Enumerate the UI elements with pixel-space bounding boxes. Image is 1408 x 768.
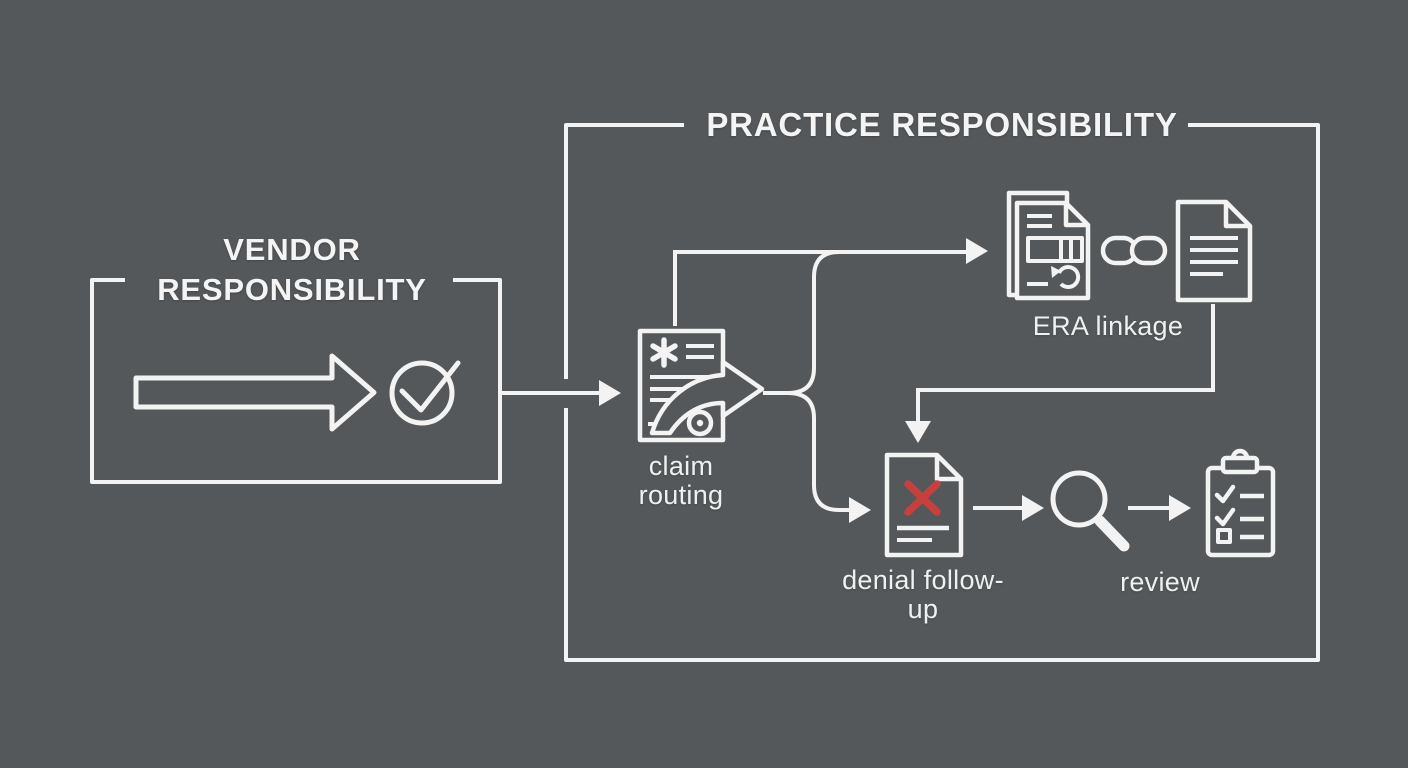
- arrowhead-into-denial-top: [905, 421, 931, 443]
- era-right-doc: [1175, 199, 1253, 303]
- claim-branch-up: [787, 250, 840, 395]
- arrowhead-into-checklist: [1169, 495, 1191, 521]
- denied-document-icon: [884, 452, 964, 558]
- chain-link-icon: [1100, 235, 1168, 266]
- arrowhead-into-era: [966, 238, 988, 264]
- medical-asterisk-glyph: [650, 337, 678, 368]
- red-x-glyph: [904, 480, 941, 516]
- arrowhead-into-magnifier: [1022, 495, 1044, 521]
- practice-box: [564, 123, 1320, 662]
- refresh-glyph: [1051, 265, 1081, 290]
- clip-tab: [1220, 455, 1260, 475]
- vendor-box: [90, 278, 502, 484]
- denial-followup-label: denial follow-up: [842, 565, 1004, 624]
- check-circle-icon: [389, 360, 461, 426]
- arrowhead-into-claim: [599, 380, 621, 406]
- era-linkage-label: ERA linkage: [1032, 311, 1184, 341]
- routing-swoosh-arrow: [649, 359, 765, 436]
- arrowhead-into-denial-left: [849, 497, 871, 523]
- linked-documents-icon: [1006, 190, 1253, 303]
- vendor-responsibility-title: VENDOR RESPONSIBILITY: [157, 232, 427, 307]
- magnifier-icon: [1050, 470, 1130, 552]
- claim-to-era-connector: [673, 250, 968, 326]
- claim-document-routing-icon: [637, 328, 765, 443]
- claim-routing-label: claim routing: [638, 451, 724, 510]
- era-to-denial-connector: [916, 304, 1215, 423]
- review-label: review: [1120, 567, 1200, 597]
- practice-responsibility-title: PRACTICE RESPONSIBILITY: [706, 106, 1178, 143]
- checklist-clipboard-icon: [1205, 448, 1276, 558]
- block-arrow-right-icon: [133, 353, 377, 432]
- claim-branch-down: [787, 391, 851, 512]
